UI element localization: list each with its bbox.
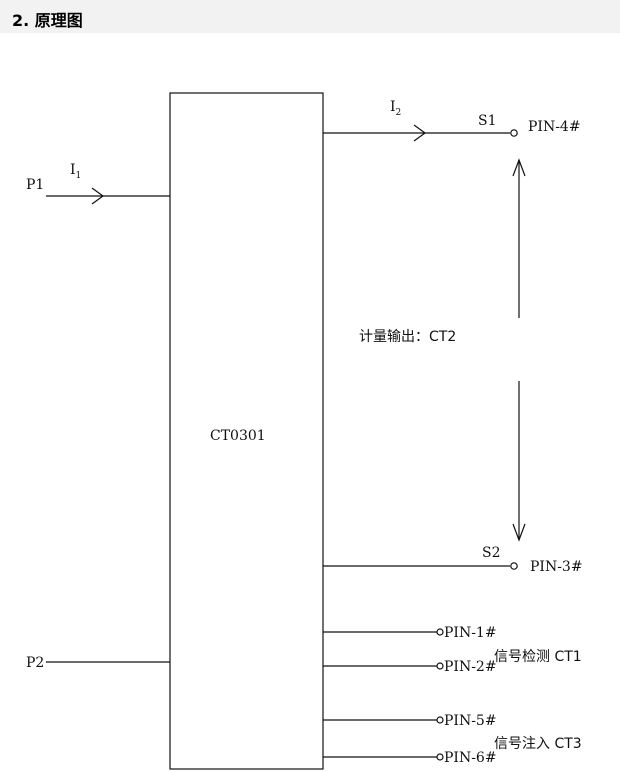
arrow-down-icon bbox=[512, 523, 526, 542]
section-header: 2. 原理图 bbox=[0, 0, 620, 33]
i1-arrow-icon bbox=[91, 187, 105, 205]
p2-label: P2 bbox=[26, 655, 44, 671]
pin3-label: PIN-3# bbox=[530, 559, 583, 575]
pin1-terminal-icon bbox=[436, 628, 444, 636]
pin5-terminal-icon bbox=[436, 716, 444, 724]
s1-label: S1 bbox=[478, 113, 497, 129]
signal-detect-label: 信号检测 CT1 bbox=[494, 649, 582, 665]
pin6-label: PIN-6# bbox=[444, 750, 497, 766]
i1-label: I1 bbox=[70, 162, 81, 181]
pin4-label: PIN-4# bbox=[528, 119, 581, 135]
pin2-terminal-icon bbox=[436, 662, 444, 670]
pin5-label: PIN-5# bbox=[444, 713, 497, 729]
i2-arrow-icon bbox=[413, 124, 427, 142]
p1-label: P1 bbox=[26, 177, 44, 193]
chip-box bbox=[169, 92, 324, 770]
pin6-terminal-icon bbox=[436, 753, 444, 761]
pin1-label: PIN-1# bbox=[444, 625, 497, 641]
i2-label: I2 bbox=[390, 99, 401, 118]
pin3-terminal-icon bbox=[510, 562, 518, 570]
metering-output-label: 计量输出：CT2 bbox=[359, 329, 456, 345]
pin4-terminal-icon bbox=[510, 129, 518, 137]
chip-label: CT0301 bbox=[210, 428, 266, 444]
section-title: 2. 原理图 bbox=[12, 11, 83, 30]
arrow-up-icon bbox=[512, 158, 526, 177]
pin2-label: PIN-2# bbox=[444, 659, 497, 675]
s2-label: S2 bbox=[482, 545, 501, 561]
signal-inject-label: 信号注入 CT3 bbox=[494, 736, 582, 752]
